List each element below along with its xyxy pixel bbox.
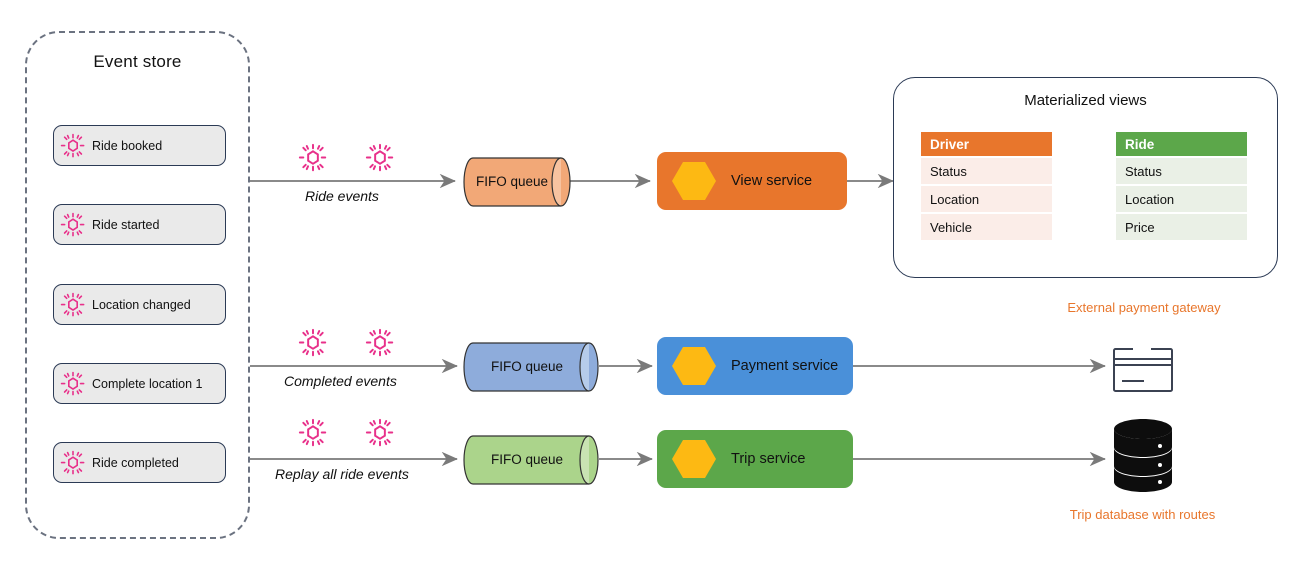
flow-label-completed-events: Completed events — [284, 373, 397, 389]
mv-table-row: Status — [1116, 158, 1247, 184]
fifo-queue-label: FIFO queue — [490, 358, 564, 374]
flow-event-sun-icon — [298, 418, 328, 448]
flow-label-replay-all-ride-events: Replay all ride events — [275, 466, 409, 482]
fifo-queue-view[interactable]: FIFO queue — [463, 157, 573, 207]
fifo-queue-label: FIFO queue — [475, 173, 549, 189]
flow-event-sun-icon — [365, 418, 395, 448]
flow-event-sun-icon — [298, 143, 328, 173]
flow-label-ride-events: Ride events — [305, 188, 379, 204]
hexagon-icon — [671, 345, 717, 387]
event-item-complete-location-1[interactable]: Complete location 1 — [53, 363, 226, 404]
external-payment-gateway-label: External payment gateway — [1067, 300, 1221, 315]
mv-table-row: Price — [1116, 214, 1247, 240]
event-item-label: Ride booked — [92, 138, 163, 153]
service-view[interactable]: View service — [657, 152, 847, 210]
event-item-ride-booked[interactable]: Ride booked — [53, 125, 226, 166]
flow-event-sun-icon — [365, 328, 395, 358]
service-label: View service — [731, 173, 813, 189]
event-item-ride-completed[interactable]: Ride completed — [53, 442, 226, 483]
fifo-queue-trip[interactable]: FIFO queue — [463, 435, 599, 485]
event-item-location-changed[interactable]: Location changed — [53, 284, 226, 325]
event-sun-icon — [60, 371, 86, 397]
event-sun-icon — [60, 212, 86, 238]
fifo-queue-payment[interactable]: FIFO queue — [463, 342, 599, 392]
event-item-label: Location changed — [92, 297, 191, 312]
flow-event-sun-icon — [298, 328, 328, 358]
mv-table-header: Ride — [1116, 132, 1247, 156]
mv-table-row: Vehicle — [921, 214, 1052, 240]
mv-table-driver: Driver Status Location Vehicle — [921, 132, 1052, 240]
trip-database-label: Trip database with routes — [1069, 507, 1216, 522]
event-item-label: Ride completed — [92, 455, 179, 470]
service-label: Payment service — [731, 358, 839, 374]
hexagon-icon — [671, 160, 717, 202]
mv-table-row: Location — [921, 186, 1052, 212]
credit-card-icon — [1113, 347, 1173, 392]
mv-table-ride: Ride Status Location Price — [1116, 132, 1247, 240]
event-sun-icon — [60, 450, 86, 476]
mv-table-row: Status — [921, 158, 1052, 184]
fifo-queue-label: FIFO queue — [490, 451, 564, 467]
event-item-ride-started[interactable]: Ride started — [53, 204, 226, 245]
event-store-title: Event store — [93, 52, 182, 71]
mv-table-row: Location — [1116, 186, 1247, 212]
event-sun-icon — [60, 133, 86, 159]
event-item-label: Complete location 1 — [92, 376, 203, 391]
flow-event-sun-icon — [365, 143, 395, 173]
service-label: Trip service — [731, 451, 806, 467]
service-trip[interactable]: Trip service — [657, 430, 853, 488]
mv-table-header: Driver — [921, 132, 1052, 156]
event-store-container — [25, 31, 250, 539]
materialized-views-title: Materialized views — [1024, 92, 1147, 109]
hexagon-icon — [671, 438, 717, 480]
database-icon — [1112, 418, 1174, 494]
service-payment[interactable]: Payment service — [657, 337, 853, 395]
event-sun-icon — [60, 292, 86, 318]
event-item-label: Ride started — [92, 217, 160, 232]
